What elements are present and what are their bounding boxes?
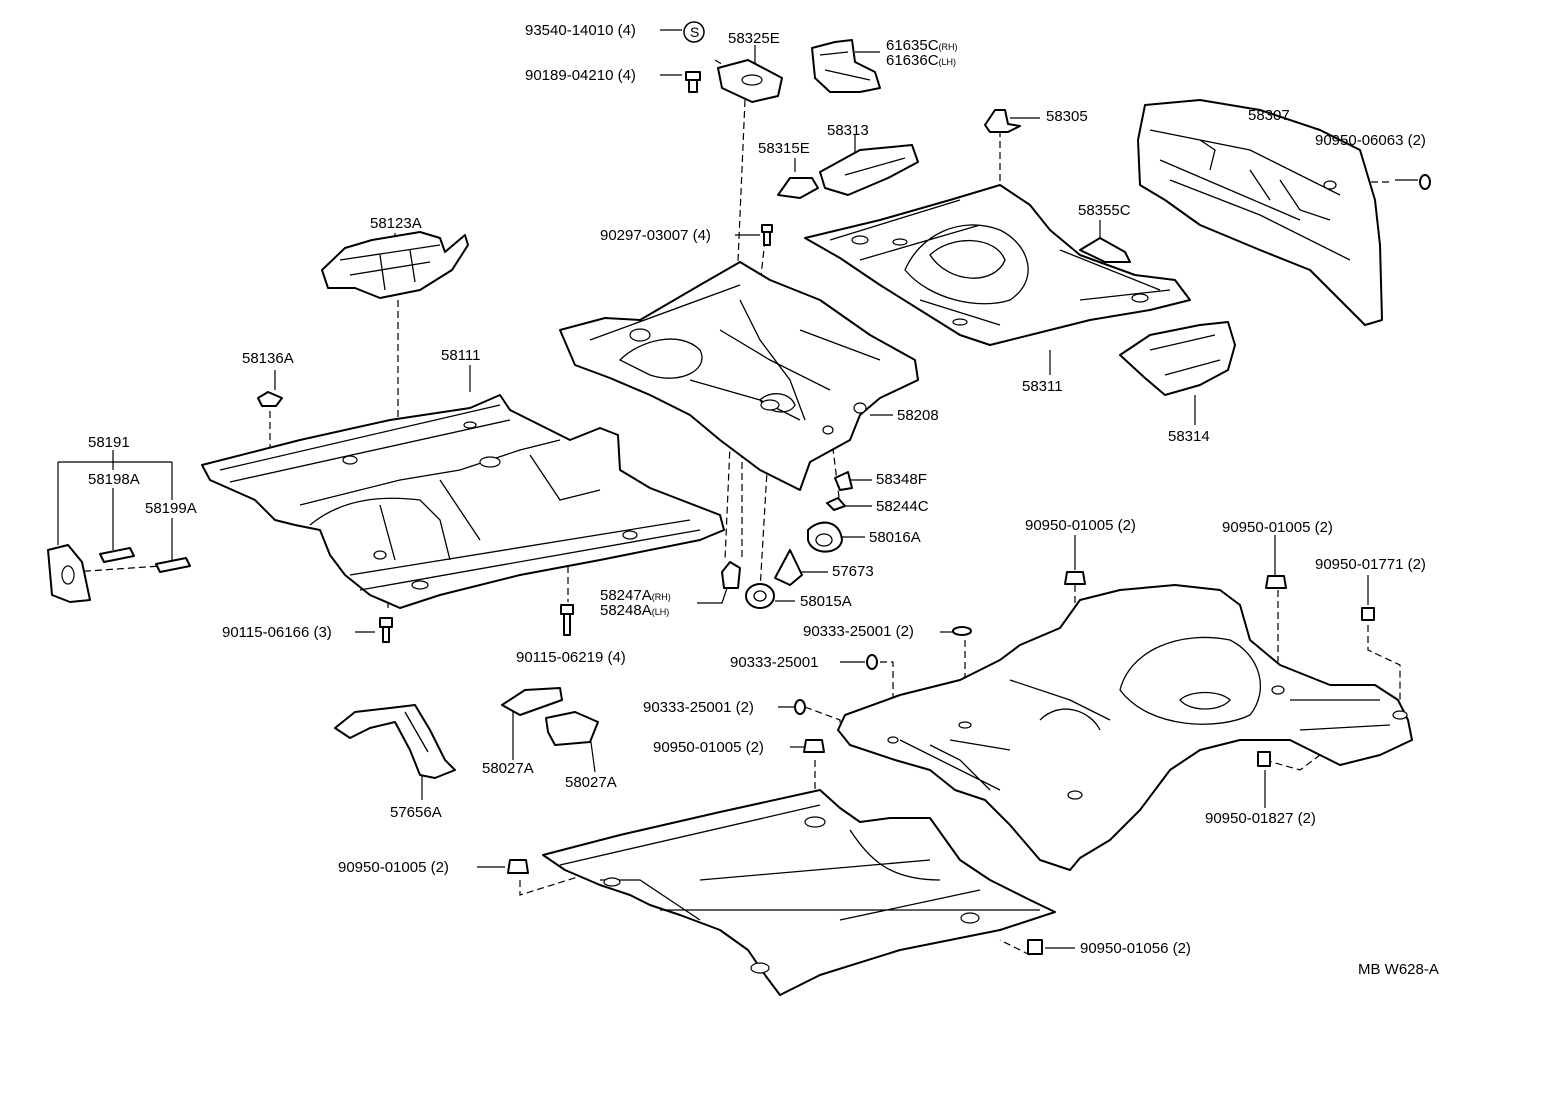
part-58015A <box>745 583 775 609</box>
part-58307 <box>1137 99 1383 326</box>
label-58248A: 58248A(LH) <box>600 602 670 619</box>
label-90333-25001-c: 90333-25001 (2) <box>643 699 754 716</box>
label-90950-01056: 90950-01056 (2) <box>1080 940 1191 957</box>
label-90950-01827: 90950-01827 (2) <box>1205 810 1316 827</box>
label-58313: 58313 <box>827 122 869 139</box>
label-58305: 58305 <box>1046 108 1088 125</box>
part-57656A <box>334 704 456 779</box>
label-90950-06063: 90950-06063 (2) <box>1315 132 1426 149</box>
label-61635C: 61635C(RH) <box>886 37 958 54</box>
label-57673: 57673 <box>832 563 874 580</box>
bolt-90189-part <box>685 71 701 93</box>
plug-90950-01771-part <box>1361 607 1375 621</box>
label-58015A: 58015A <box>800 593 852 610</box>
part-58191 <box>47 544 91 603</box>
label-58348F: 58348F <box>876 471 927 488</box>
label-90189-04210: 90189-04210 (4) <box>525 67 636 84</box>
part-58348F <box>834 471 853 491</box>
plug-90950-01005-d-part <box>507 859 529 874</box>
label-58027A-a: 58027A <box>482 760 534 777</box>
label-61636C: 61636C(LH) <box>886 52 957 69</box>
label-58355C: 58355C <box>1078 202 1131 219</box>
label-58123A: 58123A <box>370 215 422 232</box>
label-58199A: 58199A <box>145 500 197 517</box>
s-mark-label: S <box>690 24 700 40</box>
part-57673 <box>774 549 803 586</box>
rear-carpet <box>837 584 1413 871</box>
part-58315E <box>777 177 819 199</box>
part-61635C <box>811 39 881 93</box>
label-90950-01005-b: 90950-01005 (2) <box>1222 519 1333 536</box>
label-58191: 58191 <box>88 434 130 451</box>
plug-90950-06063-part <box>1419 174 1431 190</box>
label-58198A: 58198A <box>88 471 140 488</box>
front-carpet <box>542 789 1056 996</box>
label-90950-01005-a: 90950-01005 (2) <box>1025 517 1136 534</box>
part-58016A <box>807 521 843 553</box>
diagram-reference: MB W628-A <box>1358 961 1439 978</box>
part-58123A <box>321 231 469 299</box>
bolt-90297-part <box>761 224 773 246</box>
label-58016A: 58016A <box>869 529 921 546</box>
part-58325E <box>717 59 783 103</box>
part-58355C <box>1079 237 1131 263</box>
part-58027A-a <box>501 687 563 716</box>
label-90333-25001-a: 90333-25001 (2) <box>803 623 914 640</box>
label-58325E: 58325E <box>728 30 780 47</box>
seal-90333-b-part <box>866 654 878 670</box>
part-58198A <box>99 547 135 563</box>
plug-90950-01005-a-part <box>1064 571 1086 585</box>
label-90115-06219: 90115-06219 (4) <box>516 649 626 666</box>
label-90950-01771: 90950-01771 (2) <box>1315 556 1426 573</box>
label-58136A: 58136A <box>242 350 294 367</box>
plug-90950-01056-part <box>1027 939 1043 955</box>
label-58111: 58111 <box>441 347 481 364</box>
part-58314 <box>1119 321 1236 396</box>
part-58311 <box>804 184 1191 346</box>
bolt-90115-06219-part <box>560 604 574 636</box>
label-58315E: 58315E <box>758 140 810 157</box>
plug-90950-01827-part <box>1257 751 1271 767</box>
seal-90333-a-part <box>952 626 972 636</box>
label-58208: 58208 <box>897 407 939 424</box>
label-93540-14010: 93540-14010 (4) <box>525 22 636 39</box>
plug-90950-01005-b-part <box>1265 575 1287 589</box>
plug-90950-01005-c-part <box>803 739 825 753</box>
part-58136A <box>257 391 283 407</box>
part-58199A <box>155 557 191 573</box>
seal-90333-c-part <box>794 699 806 715</box>
label-58244C: 58244C <box>876 498 929 515</box>
part-58111 <box>201 394 725 609</box>
label-90333-25001-b: 90333-25001 <box>730 654 819 671</box>
label-90115-06166: 90115-06166 (3) <box>222 624 332 641</box>
label-57656A: 57656A <box>390 804 442 821</box>
part-58244C <box>826 497 846 511</box>
part-58305 <box>984 109 1021 133</box>
label-58314: 58314 <box>1168 428 1210 445</box>
label-90297-03007: 90297-03007 (4) <box>600 227 711 244</box>
part-58313 <box>819 144 919 196</box>
label-90950-01005-d: 90950-01005 (2) <box>338 859 449 876</box>
s-mark <box>683 21 705 43</box>
label-90950-01005-c: 90950-01005 (2) <box>653 739 764 756</box>
part-58027A-b <box>545 711 599 746</box>
label-58307: 58307 <box>1248 107 1290 124</box>
label-58027A-b: 58027A <box>565 774 617 791</box>
label-58311: 58311 <box>1022 378 1063 395</box>
part-58247A <box>721 561 741 589</box>
label-58247A: 58247A(RH) <box>600 587 671 604</box>
part-58208 <box>559 261 919 491</box>
bolt-90115-06166-part <box>379 617 393 643</box>
